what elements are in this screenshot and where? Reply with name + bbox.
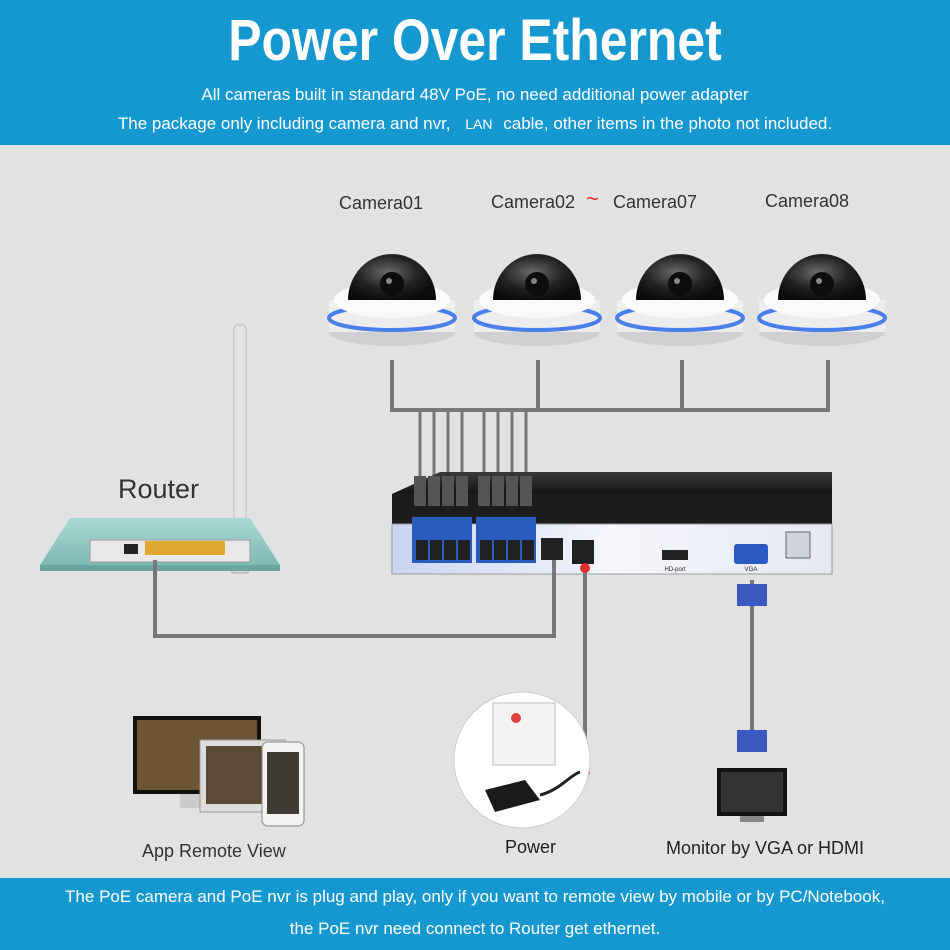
cable-cam1 (390, 360, 830, 412)
camera-cables (390, 360, 830, 478)
router-wan-port (124, 544, 138, 554)
nvr-vga-port (734, 544, 768, 564)
camera-label-3: Camera07 (613, 192, 698, 212)
header-subtitle-2: The package only including camera and nv… (0, 113, 950, 135)
cable-router-nvr (153, 560, 556, 638)
page-title: Power Over Ethernet (228, 8, 722, 73)
nvr-hdmi-label: HD-port (664, 567, 685, 573)
poe-diagram: HD-port VGA (40, 254, 887, 829)
camera-1 (327, 254, 457, 346)
nvr-usb-port (785, 531, 811, 559)
camera-label-4: Camera08 (765, 191, 850, 211)
monitor-label: Monitor by VGA or HDMI (666, 838, 865, 858)
app-remote-view-label: App Remote View (142, 841, 286, 861)
camera-4 (757, 254, 887, 346)
camera-label-1: Camera01 (339, 193, 424, 213)
header-banner: Power Over Ethernet All cameras built in… (0, 0, 950, 145)
nvr-vga-label: VGA (745, 567, 758, 573)
camera-2 (472, 254, 602, 346)
app-remote-devices (133, 716, 305, 827)
power-label: Power (505, 837, 557, 857)
header-subtitle-2a: The package only including camera and nv… (117, 114, 451, 133)
nvr-lan-port (541, 538, 563, 560)
footer-banner: The PoE camera and PoE nvr is plug and p… (0, 878, 950, 950)
monitor (717, 584, 787, 822)
header-subtitle-1: All cameras built in standard 48V PoE, n… (201, 85, 749, 104)
camera-label-2: Camera02 (491, 192, 576, 212)
nvr-hdmi-port (662, 550, 688, 560)
lan-text: LAN (465, 116, 493, 132)
poe-ports (412, 476, 536, 563)
power-adapter (453, 691, 591, 829)
nvr-power-port (572, 540, 594, 564)
nvr: HD-port VGA (391, 472, 833, 575)
footer-line-1: The PoE camera and PoE nvr is plug and p… (65, 887, 885, 906)
router-label: Router (118, 474, 200, 504)
router (40, 324, 280, 574)
footer-line-2: the PoE nvr need connect to Router get e… (289, 919, 661, 938)
camera-range-tilde: ~ (586, 186, 599, 211)
camera-3 (615, 254, 745, 346)
header-subtitle-2b: cable, other items in the photo not incl… (503, 114, 833, 133)
